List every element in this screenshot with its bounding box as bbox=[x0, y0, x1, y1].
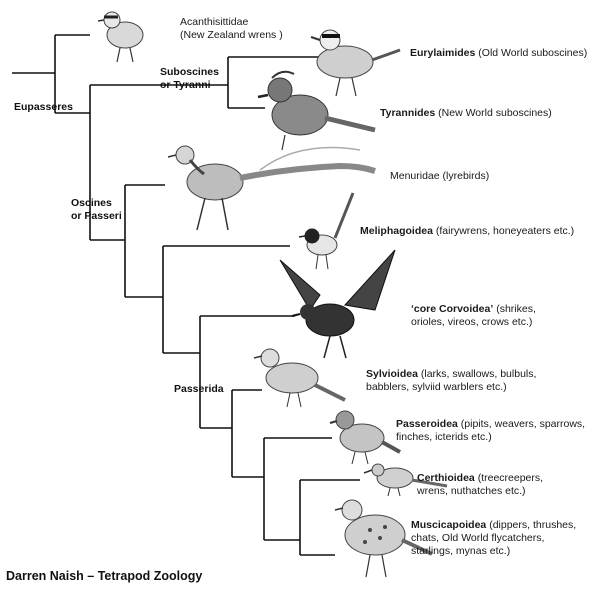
bird-tyrannides-icon bbox=[257, 70, 376, 151]
taxon-muscicapoidea: Muscicapoidea (dippers, thrushes,chats, … bbox=[411, 519, 577, 557]
bird-eurylaimides-icon bbox=[310, 29, 401, 97]
author-credit: Darren Naish – Tetrapod Zoology bbox=[6, 569, 203, 583]
taxon-meliphagoidea: Meliphagoidea (fairywrens, honeyeaters e… bbox=[360, 225, 575, 237]
taxon-sylvioidea: Sylvioidea (larks, swallows, bulbuls,bab… bbox=[366, 368, 537, 393]
bird-acanthisittidae-icon bbox=[97, 11, 144, 63]
taxon-menuridae: Menuridae (lyrebirds) bbox=[390, 170, 490, 182]
taxon-core-corvoidea: ‘core Corvoidea’ (shrikes,orioles, vireo… bbox=[411, 303, 536, 328]
taxon-eurylaimides: Eurylaimides (Old World suboscines) bbox=[410, 47, 588, 59]
bird-certhioidea-icon bbox=[363, 463, 448, 497]
taxon-passeroidea: Passeroidea (pipits, weavers, sparrows,f… bbox=[396, 418, 586, 443]
bird-passeroidea-icon bbox=[329, 410, 401, 465]
bird-meliphagoidea-icon bbox=[298, 192, 355, 270]
node-eupasseres: Eupasseres bbox=[14, 101, 73, 113]
taxon-certhioidea: Certhioidea (treecreepers,wrens, nuthatc… bbox=[417, 472, 544, 497]
bird-menuridae-icon bbox=[167, 145, 376, 231]
bird-muscicapoidea-icon bbox=[334, 499, 433, 578]
bird-sylvioidea-icon bbox=[253, 348, 346, 408]
taxon-acanthisittidae: Acanthisittidae(New Zealand wrens ) bbox=[180, 16, 283, 41]
bird-core-corvoidea-icon bbox=[279, 249, 396, 359]
taxon-tyrannides: Tyrannides (New World suboscines) bbox=[380, 107, 552, 119]
node-passerida: Passerida bbox=[174, 383, 224, 395]
